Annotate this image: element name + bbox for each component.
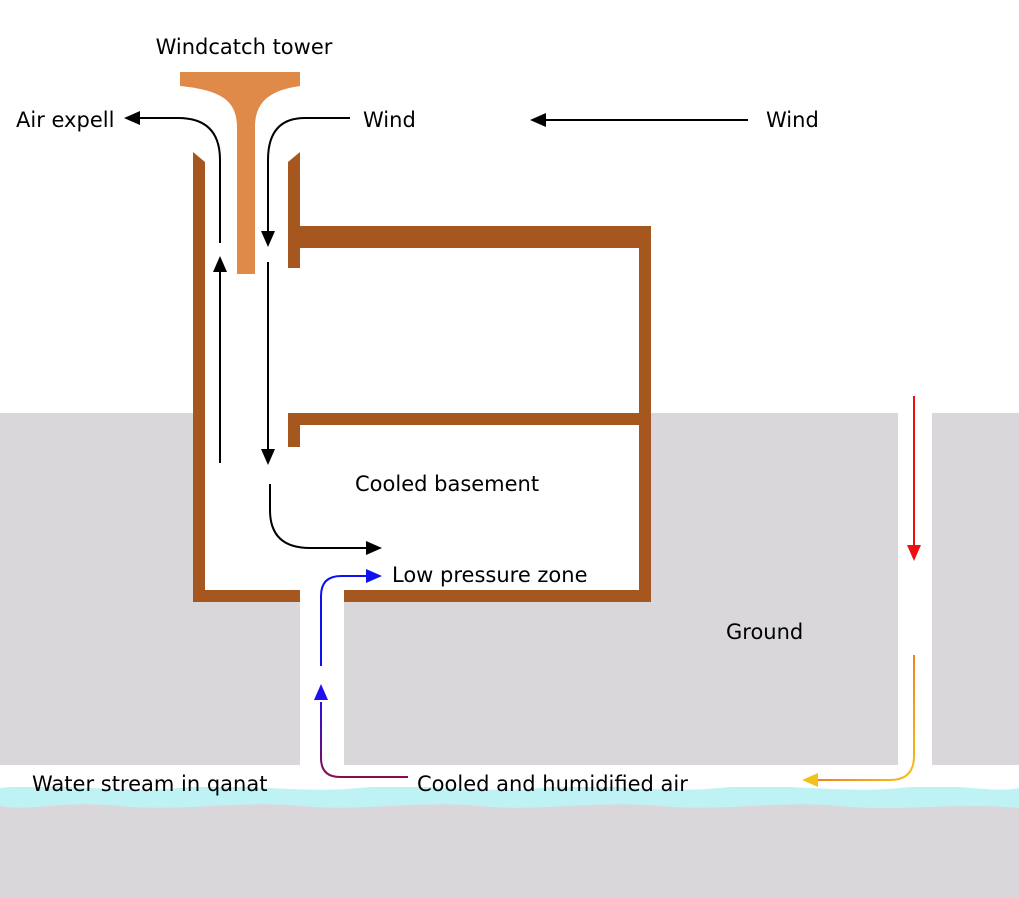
well-downflow-arrow [907, 396, 921, 561]
qanat-channel [0, 765, 1019, 787]
air-expell-arrow-head-left [124, 111, 140, 125]
building-walls [193, 162, 651, 602]
wind-intake-arrow-head-1 [261, 231, 275, 247]
air-expell-label: Air expell [16, 108, 114, 132]
air-expell-arrow [138, 117, 221, 463]
water-stream [0, 786, 1019, 808]
wind-far-arrow [530, 113, 748, 127]
wind-intake-arrow-head-2 [261, 449, 275, 465]
basement-label: Cooled basement [355, 472, 539, 496]
wind-near-label: Wind [363, 108, 416, 132]
water-stream-label: Water stream in qanat [32, 772, 267, 796]
tower-wall-right-top [288, 152, 300, 170]
wind-intake-arrow [267, 117, 350, 452]
wind-far-label: Wind [766, 108, 819, 132]
air-expell-arrow-head-up [213, 256, 227, 272]
tower-label: Windcatch tower [156, 35, 333, 59]
cooled-air-label: Cooled and humidified air [417, 772, 688, 796]
ground-label: Ground [726, 620, 803, 644]
basement-flow-arrow [269, 484, 366, 549]
low-pressure-label: Low pressure zone [392, 563, 588, 587]
tower-cap [180, 72, 300, 274]
basement-flow-arrow-head [366, 541, 382, 555]
low-pressure-arrow [320, 569, 382, 666]
humidified-air-arrow [314, 684, 408, 778]
qanat-flow-arrow [802, 655, 915, 787]
tower-wall-left-top [193, 152, 205, 170]
ground-layer-bottom [0, 800, 1019, 898]
